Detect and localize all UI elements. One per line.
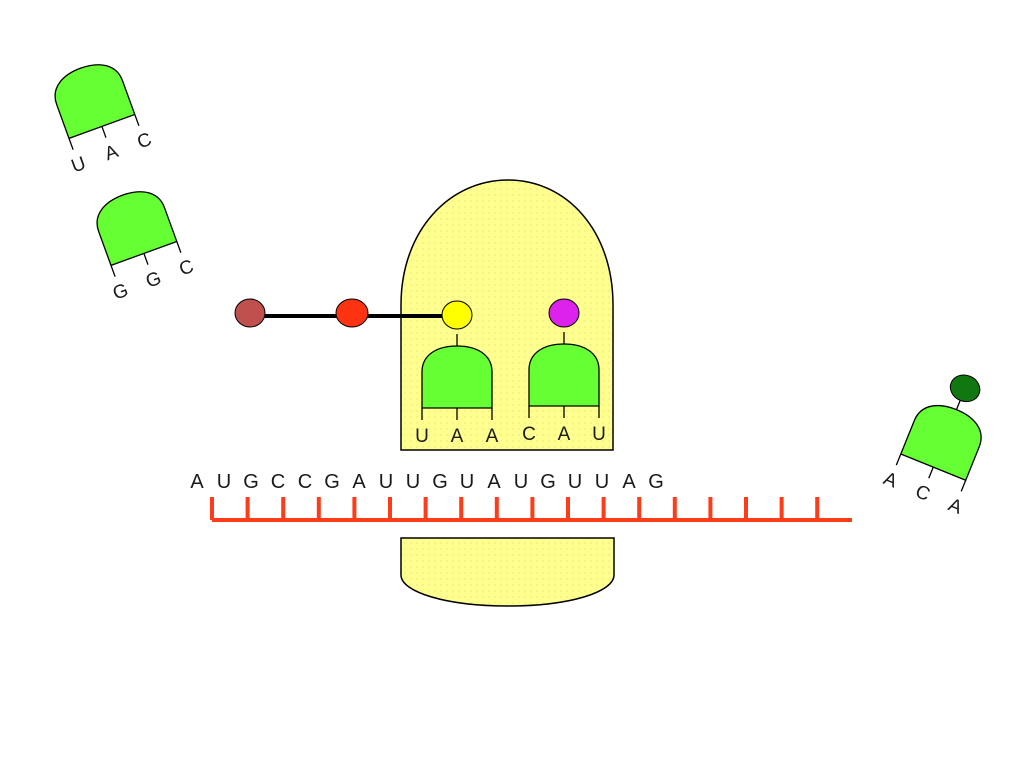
mrna-base: U	[379, 471, 393, 493]
mrna-base: U	[514, 471, 528, 493]
free-trna-2-anticodon-base: G	[143, 268, 164, 293]
free-trna-1-leg	[134, 114, 140, 126]
mrna-base: A	[352, 471, 366, 493]
free-trna-1-body	[54, 64, 136, 140]
mrna-base: U	[595, 471, 609, 493]
free-trna-2-leg	[143, 253, 149, 265]
amino-acid-4	[548, 298, 580, 328]
mrna-base: A	[190, 471, 204, 493]
mrna-base: U	[568, 471, 582, 493]
amino-acid-2	[335, 298, 369, 328]
free-trna-1-anticodon-base: U	[69, 153, 89, 177]
free-trna-1-anticodon-base: A	[102, 141, 121, 165]
mrna-base: U	[460, 471, 474, 493]
a-site-trna-body	[528, 343, 600, 407]
mrna-base: A	[622, 471, 636, 493]
mrna-base: G	[432, 471, 448, 493]
a-site-trna-anticodon-base: U	[592, 424, 606, 445]
free-trna-2-leg	[110, 265, 116, 277]
a-site-trna-anticodon-base: C	[522, 424, 536, 445]
mrna-base: C	[298, 471, 312, 493]
mrna-base: U	[217, 471, 231, 493]
mrna-base: C	[271, 471, 285, 493]
mrna-backbone	[210, 497, 852, 522]
free-trna-1-anticodon-base: C	[134, 129, 154, 153]
mrna-base: U	[406, 471, 420, 493]
a-site-trna-anticodon-base: A	[558, 424, 571, 445]
incoming-trna: ACA	[880, 374, 982, 519]
mrna-base: G	[324, 471, 340, 493]
p-site-trna-anticodon-base: A	[451, 426, 464, 447]
free-trna-2-leg	[176, 241, 182, 253]
incoming-trna-anticodon-base: A	[945, 495, 965, 519]
incoming-trna-anticodon-base: A	[880, 468, 900, 492]
amino-acid-1	[234, 298, 266, 328]
mrna-base: G	[243, 471, 259, 493]
incoming-trna-anticodon-base: C	[912, 481, 933, 506]
ribosome-small-subunit	[400, 537, 615, 607]
p-site-trna-body	[421, 345, 493, 409]
incoming-trna-body	[899, 404, 982, 482]
incoming-trna-leg	[960, 479, 967, 492]
incoming-trna-leg	[895, 453, 902, 466]
amino-acid-5	[949, 374, 981, 403]
incoming-trna-leg	[928, 466, 934, 479]
mrna-base: G	[648, 471, 664, 493]
free-trna-1-leg	[68, 138, 74, 150]
free-trna-2-anticodon-base: G	[110, 280, 131, 305]
free-trna-2-anticodon-base: C	[176, 256, 196, 280]
p-site-trna-anticodon-base: U	[415, 426, 429, 447]
free-trna-2-body	[96, 191, 178, 267]
mrna-base: G	[540, 471, 556, 493]
p-site-trna-anticodon-base: A	[486, 426, 499, 447]
mrna-base: A	[487, 471, 501, 493]
amino-acid-3	[441, 300, 473, 330]
free-trna-1-leg	[101, 126, 107, 138]
